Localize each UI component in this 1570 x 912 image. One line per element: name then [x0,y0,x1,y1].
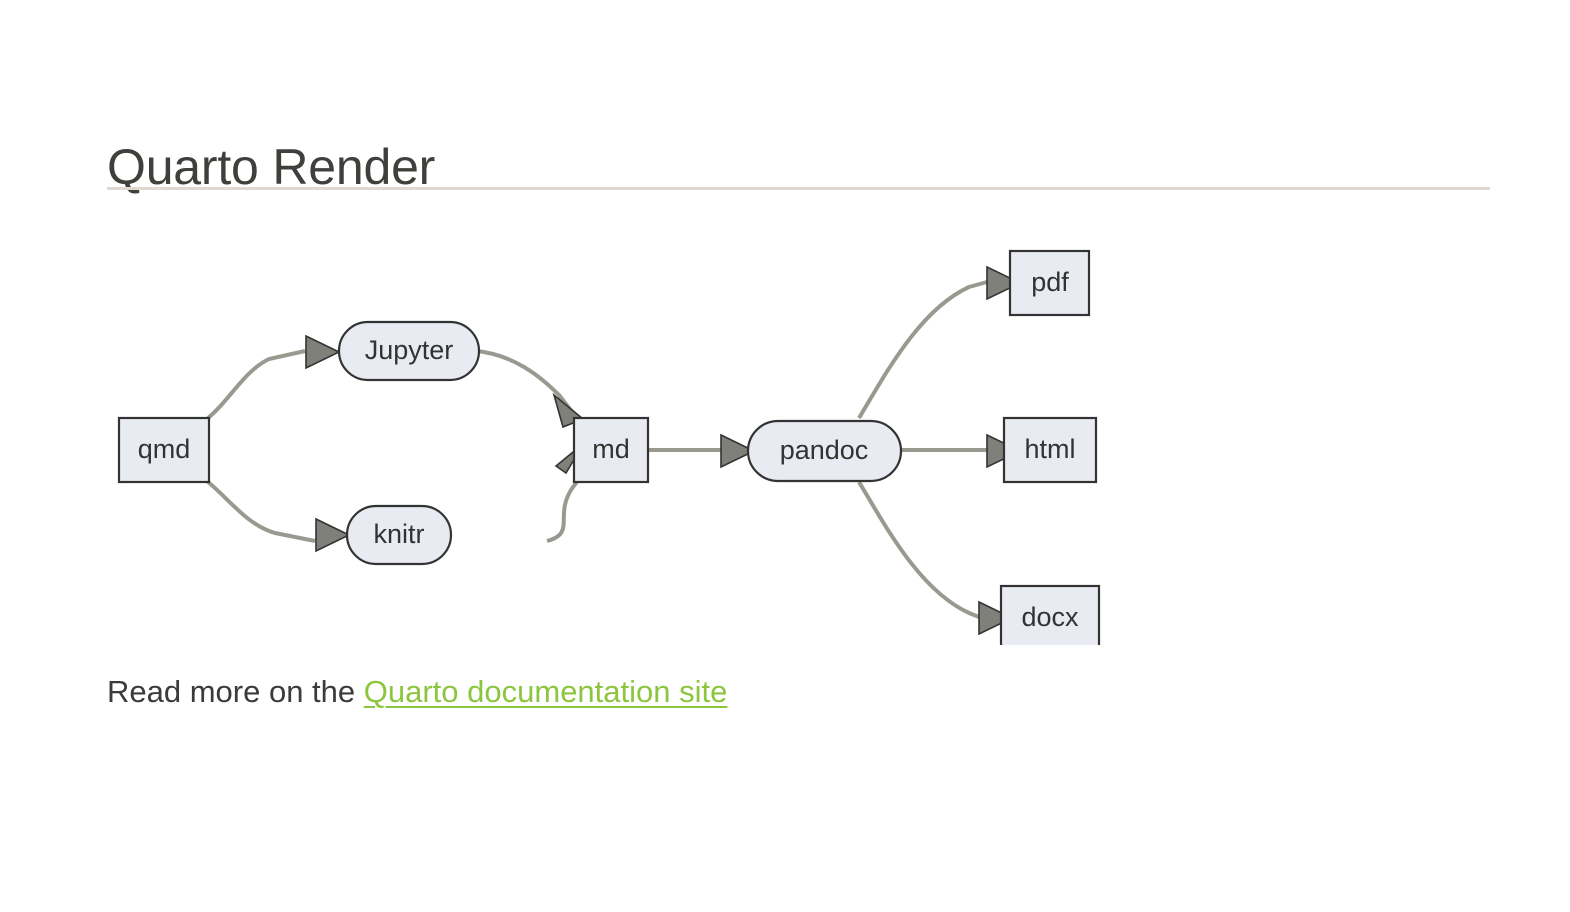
node-pdf[interactable]: pdf [1008,249,1091,317]
node-jupyter-label: Jupyter [365,335,454,365]
node-docx[interactable]: docx [999,584,1101,645]
read-more-paragraph: Read more on the Quarto documentation si… [107,671,727,713]
edge-pandoc-to-html [901,433,1022,469]
node-qmd[interactable]: qmd [117,416,211,484]
node-docx-label: docx [1021,602,1079,632]
title-divider [107,187,1490,190]
edge-md-to-pandoc [648,433,756,469]
quarto-render-flowchart: qmd Jupyter knitr md pandoc [107,215,1207,645]
page-title: Quarto Render [107,138,436,195]
node-html[interactable]: html [1002,416,1098,484]
node-knitr[interactable]: knitr [345,504,453,566]
node-md[interactable]: md [572,416,650,484]
edge-pandoc-to-docx [857,480,1014,636]
flowchart-canvas: qmd Jupyter knitr md pandoc [117,249,1101,645]
node-md-label: md [592,434,630,464]
node-html-label: html [1024,434,1075,464]
read-more-prefix: Read more on the [107,674,364,709]
edge-pandoc-to-pdf [857,265,1022,420]
node-pandoc-label: pandoc [780,435,869,465]
node-pandoc[interactable]: pandoc [746,419,903,483]
quarto-documentation-link[interactable]: Quarto documentation site [363,674,728,709]
node-qmd-label: qmd [138,434,191,464]
node-knitr-label: knitr [373,519,424,549]
edge-jupyter-to-md [476,349,585,429]
edge-qmd-to-knitr [206,480,351,553]
edge-qmd-to-jupyter [206,334,341,420]
node-jupyter[interactable]: Jupyter [337,320,481,382]
node-pdf-label: pdf [1031,267,1069,297]
